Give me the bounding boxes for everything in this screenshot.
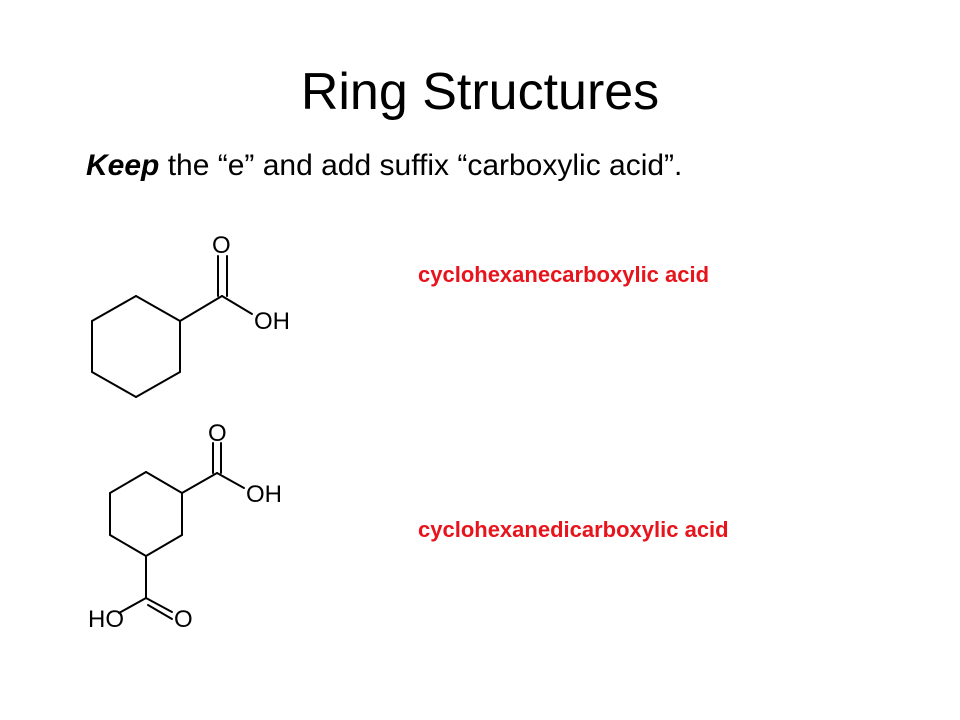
top-carbonyl-oxygen-label: O <box>208 420 227 447</box>
subtitle-keyword: Keep <box>86 149 160 182</box>
carbonyl-oxygen-label: O <box>212 232 231 259</box>
cyclohexane-ring <box>109 471 183 557</box>
slide-subtitle: Keep the “e” and add suffix “carboxylic … <box>86 148 682 184</box>
cyclohexane-ring <box>91 295 181 398</box>
slide-title: Ring Structures <box>300 63 660 121</box>
top-hydroxyl-label: OH <box>246 481 282 508</box>
carboxyl-group <box>179 255 253 322</box>
bottom-carboxyl-group <box>118 555 173 620</box>
hydroxyl-label: OH <box>254 308 290 335</box>
bottom-carbonyl-oxygen-label: O <box>174 606 193 633</box>
structure-name-2: cyclohexanedicarboxylic acid <box>418 517 729 542</box>
top-carboxyl-group <box>181 442 245 494</box>
bottom-hydroxyl-label: HO <box>88 606 124 633</box>
subtitle-text: the “e” and add suffix “carboxylic acid”… <box>159 149 683 182</box>
structure-name-1: cyclohexanecarboxylic acid <box>418 262 710 287</box>
